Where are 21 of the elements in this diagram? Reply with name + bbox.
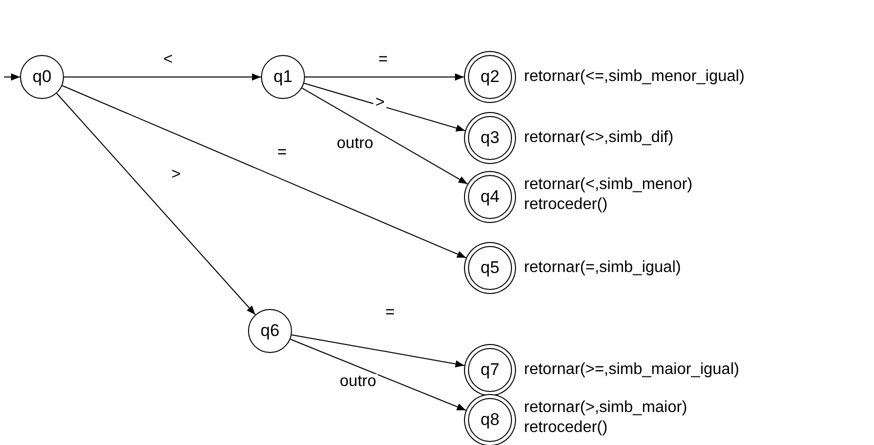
action-text: retornar(<,simb_menor) <box>524 175 692 195</box>
action-text: retroceder() <box>524 195 609 215</box>
transition-arrow <box>304 73 464 81</box>
action-text: retornar(=,simb_igual) <box>524 258 681 278</box>
action-text: retornar(>=,simb_maior_igual) <box>524 360 740 380</box>
transition-arrow <box>62 85 467 258</box>
transition-arrow <box>290 338 466 411</box>
transition-arrow <box>291 334 465 368</box>
action-text: retroceder() <box>524 418 609 438</box>
edge-label: > <box>373 95 387 111</box>
action-text: retornar(<=,simb_menor_igual) <box>524 67 745 87</box>
transition-arrow <box>304 82 466 132</box>
transition-arrow <box>4 73 20 81</box>
action-text: retornar(<>,simb_dif) <box>524 128 674 148</box>
state-circle: q6 <box>248 309 292 353</box>
transition-arrow <box>302 88 468 184</box>
transition-arrow <box>56 92 256 316</box>
action-text: retornar(>,simb_maior) <box>524 398 688 418</box>
transition-arrow <box>64 73 262 81</box>
state-circle: q1 <box>261 55 305 99</box>
state-circle: q0 <box>20 55 64 99</box>
